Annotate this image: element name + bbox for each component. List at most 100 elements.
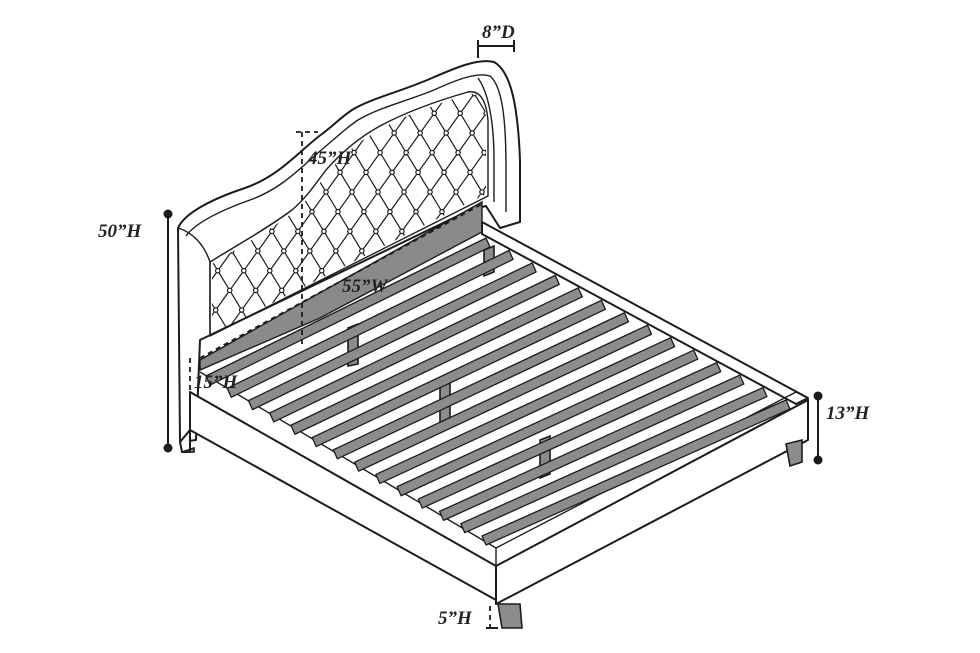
tuft-button [580,269,584,273]
tuft-button [292,267,299,274]
tuft-button [558,190,562,194]
tuft-button [28,131,32,135]
tuft-button [8,269,12,273]
tuft-button [40,150,44,154]
tuft-button [467,169,473,176]
tuft-button [598,170,602,174]
tuft-button [172,111,176,115]
tuft-line [0,80,168,360]
tuft-button [83,308,87,312]
tuft-button [226,287,233,294]
tuft-button [618,288,622,292]
tuft-button [572,170,576,174]
tuft-button [120,111,124,115]
tuft-button [328,326,335,333]
tuft-button [158,131,162,135]
tuft-button [584,190,588,194]
tuft-button [608,229,612,233]
tuft-button [432,326,439,333]
tuft-button [132,131,136,135]
headboard-back-panel [199,200,483,372]
tuft-button [431,110,438,117]
tuft-button [180,209,184,213]
tuft-button [109,308,113,312]
tuft-button [624,170,628,174]
tuft-line [0,80,64,360]
tuft-button [544,209,548,213]
tuft-line [0,80,172,360]
tuft-button [12,190,16,194]
tuft-button [212,93,218,97]
tuft-button [457,110,464,117]
tuft-button [380,326,387,333]
tuft-button [92,150,96,154]
slat [396,349,699,497]
tuft-button [221,149,227,156]
tuft-button [278,287,285,294]
tuft-button [182,170,186,174]
tuft-button [570,209,574,213]
tuft-button [121,328,125,332]
slat [290,287,583,435]
tuft-button [128,209,132,213]
front-leg [497,603,523,629]
tuft-button [223,110,230,117]
right-side-rail [481,221,809,405]
tuft-button [594,249,598,253]
tuft-button [273,149,279,156]
tuft-button [95,328,99,332]
tuft-button [82,91,86,95]
tuft-button [323,189,329,195]
tuft-button [94,111,98,115]
tuft-button [373,228,379,235]
tuft-button [648,209,652,213]
slat [375,337,676,485]
tuft-button [78,170,82,174]
tuft-button [184,131,188,135]
overall-height-label: 50”H [98,221,143,242]
tuft-line [518,80,688,360]
tuft-button [634,229,638,233]
tuft-button [173,328,177,332]
tuft-button [17,328,21,332]
tuft-button [269,228,275,235]
tuft-button [261,130,267,136]
tuft-button [150,288,154,292]
tuft-line [439,93,486,334]
tuft-button [318,267,325,274]
tuft-line [570,80,770,360]
headboard-height-label: 45”H [307,148,353,169]
tuft-button [337,169,343,176]
tuft-button [10,229,14,233]
tuft-button [287,130,293,136]
tuft-button [31,308,35,312]
tuft-button [20,288,24,292]
tuft-button [307,248,313,254]
tuft-button [622,209,626,213]
tuft-line [0,80,94,360]
tuft-button [483,110,486,117]
tuft-button [152,249,156,253]
tuft-button [347,228,353,235]
tuft-button [530,229,534,233]
tuft-button [375,189,381,195]
tuft-button [102,209,106,213]
tuft-button [5,308,9,312]
tuft-button [389,169,395,176]
tuft-button [427,189,433,195]
tuft-button [138,269,142,273]
tuft-button [560,150,564,154]
side-rail-height-label: 15”H [194,372,239,393]
tuft-button [154,209,158,213]
tuft-button [420,307,427,313]
tuft-button [38,190,42,194]
tuft-button [14,150,18,154]
foot-height-bottom-dot [813,455,823,465]
tuft-button [142,190,146,194]
tuft-line [0,80,142,360]
tuft-button [443,130,449,136]
tuft-button [600,131,604,135]
tuft-button [252,287,259,294]
dimension-lines [163,40,823,629]
